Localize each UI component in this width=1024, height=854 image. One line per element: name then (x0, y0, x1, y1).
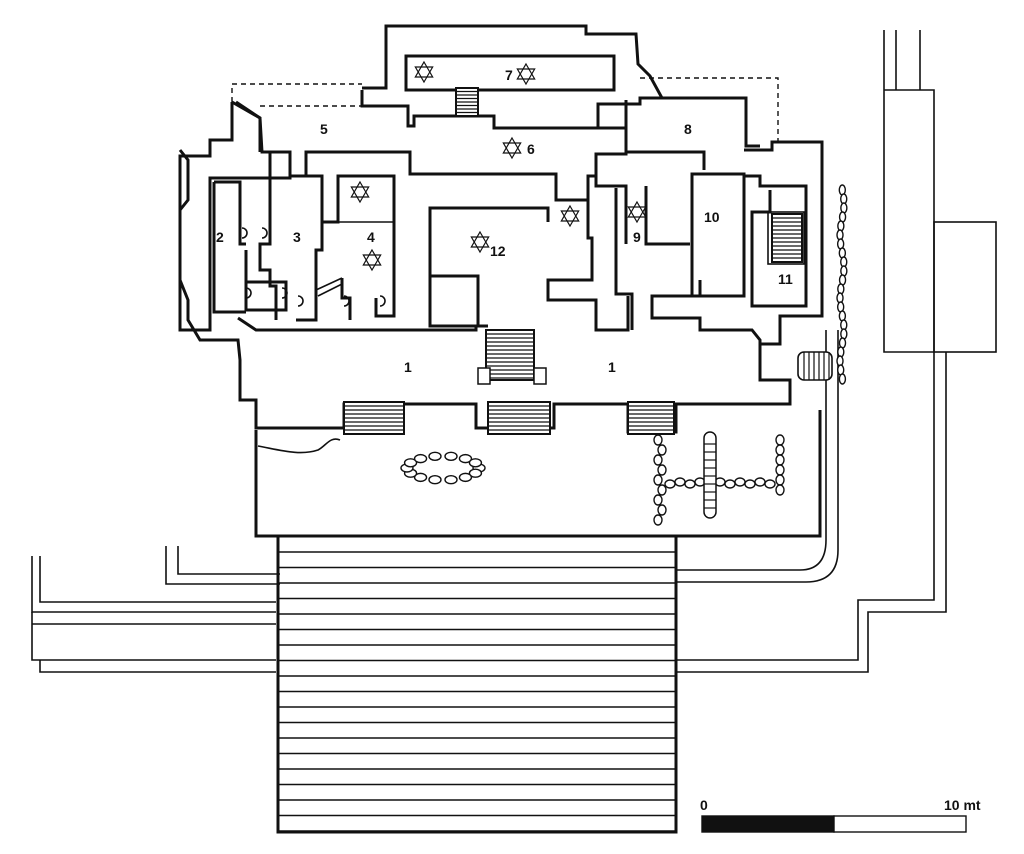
stone (653, 514, 663, 526)
room-label-9: 9 (633, 229, 641, 245)
front-stair-west (343, 401, 405, 435)
stone (444, 451, 458, 462)
small-stairs (343, 87, 803, 435)
upper-stair (455, 87, 479, 117)
stone (413, 472, 428, 483)
stone (657, 464, 667, 476)
stone (653, 454, 663, 466)
room-label-2: 2 (216, 229, 224, 245)
stone (775, 464, 785, 476)
scale-bar: 0 10 mt (700, 797, 981, 833)
door-ring (261, 227, 268, 239)
stone (657, 484, 667, 496)
stone-features (241, 184, 848, 526)
room-label-3: 3 (293, 229, 301, 245)
door-ring (241, 227, 248, 239)
stone (838, 373, 847, 385)
room-label-1-east: 1 (608, 359, 616, 375)
door-ring (281, 287, 288, 299)
stone (724, 479, 736, 489)
stone (744, 479, 756, 489)
stone (775, 454, 785, 466)
room-label-8: 8 (684, 121, 692, 137)
courtyard (254, 410, 822, 538)
scale-bar-end-label: 10 mt (944, 797, 981, 813)
star-of-david-icon (560, 205, 580, 227)
stone (754, 477, 766, 487)
star-of-david-icon (350, 181, 370, 203)
star-of-david-icon (627, 201, 647, 223)
front-stair-east (627, 401, 675, 435)
room-label-4: 4 (367, 229, 375, 245)
door-ring (343, 295, 350, 307)
dashed-outlines (231, 77, 779, 144)
room-label-11: 11 (778, 271, 793, 287)
stone (653, 474, 663, 486)
stone (653, 434, 663, 446)
room-label-1-west: 1 (404, 359, 412, 375)
scale-bar-black-segment (701, 815, 835, 833)
stone (764, 479, 776, 489)
main-staircase (276, 534, 678, 834)
room-label-6: 6 (527, 141, 535, 157)
star-of-david-icon (516, 63, 536, 85)
inner-stair (485, 329, 535, 381)
stone (413, 453, 428, 464)
stone (653, 494, 663, 506)
stone (657, 504, 667, 516)
star-of-david-icon (362, 249, 382, 271)
stone (428, 474, 442, 485)
front-stair-center (487, 401, 551, 435)
stone (468, 458, 483, 468)
room-label-10: 10 (704, 209, 720, 225)
star-of-david-icon (502, 137, 522, 159)
star-of-david-icon (470, 231, 490, 253)
stone (458, 472, 473, 483)
stone (458, 453, 473, 464)
door-ring (245, 287, 252, 299)
room-11-stair (771, 213, 803, 263)
stone (775, 484, 785, 496)
door-ring (379, 295, 386, 307)
stone (674, 477, 686, 487)
stone (664, 479, 676, 489)
stone (775, 444, 785, 456)
stone (775, 434, 785, 446)
room-label-12: 12 (490, 243, 506, 259)
stone (657, 444, 667, 456)
room-labels: 1 1 2 3 4 5 6 7 8 9 10 11 12 (216, 67, 793, 375)
room-label-5: 5 (320, 121, 328, 137)
room-label-7: 7 (505, 67, 513, 83)
scale-bar-start-label: 0 (700, 797, 708, 813)
stone (734, 477, 746, 487)
stone (468, 468, 483, 478)
stone (444, 474, 458, 485)
star-of-david-icon (414, 61, 434, 83)
scale-bar-white-segment (833, 815, 967, 833)
door-ring (297, 295, 304, 307)
stone (403, 458, 418, 468)
stone (684, 479, 696, 489)
stone (775, 474, 785, 486)
road-lines (31, 30, 997, 673)
stone (428, 451, 442, 462)
